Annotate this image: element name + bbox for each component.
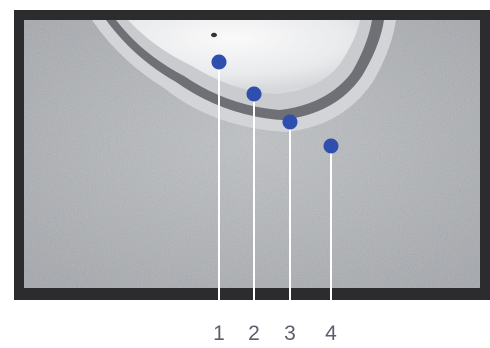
marker-label-4: 4 — [325, 322, 337, 345]
marker-label-3: 3 — [284, 322, 296, 345]
marker-dot-4 — [324, 139, 339, 154]
marker-dot-2 — [247, 87, 262, 102]
marker-label-2: 2 — [248, 322, 260, 345]
marker-dot-1 — [212, 55, 227, 70]
marker-label-1: 1 — [213, 322, 225, 345]
marker-dot-3 — [283, 115, 298, 130]
